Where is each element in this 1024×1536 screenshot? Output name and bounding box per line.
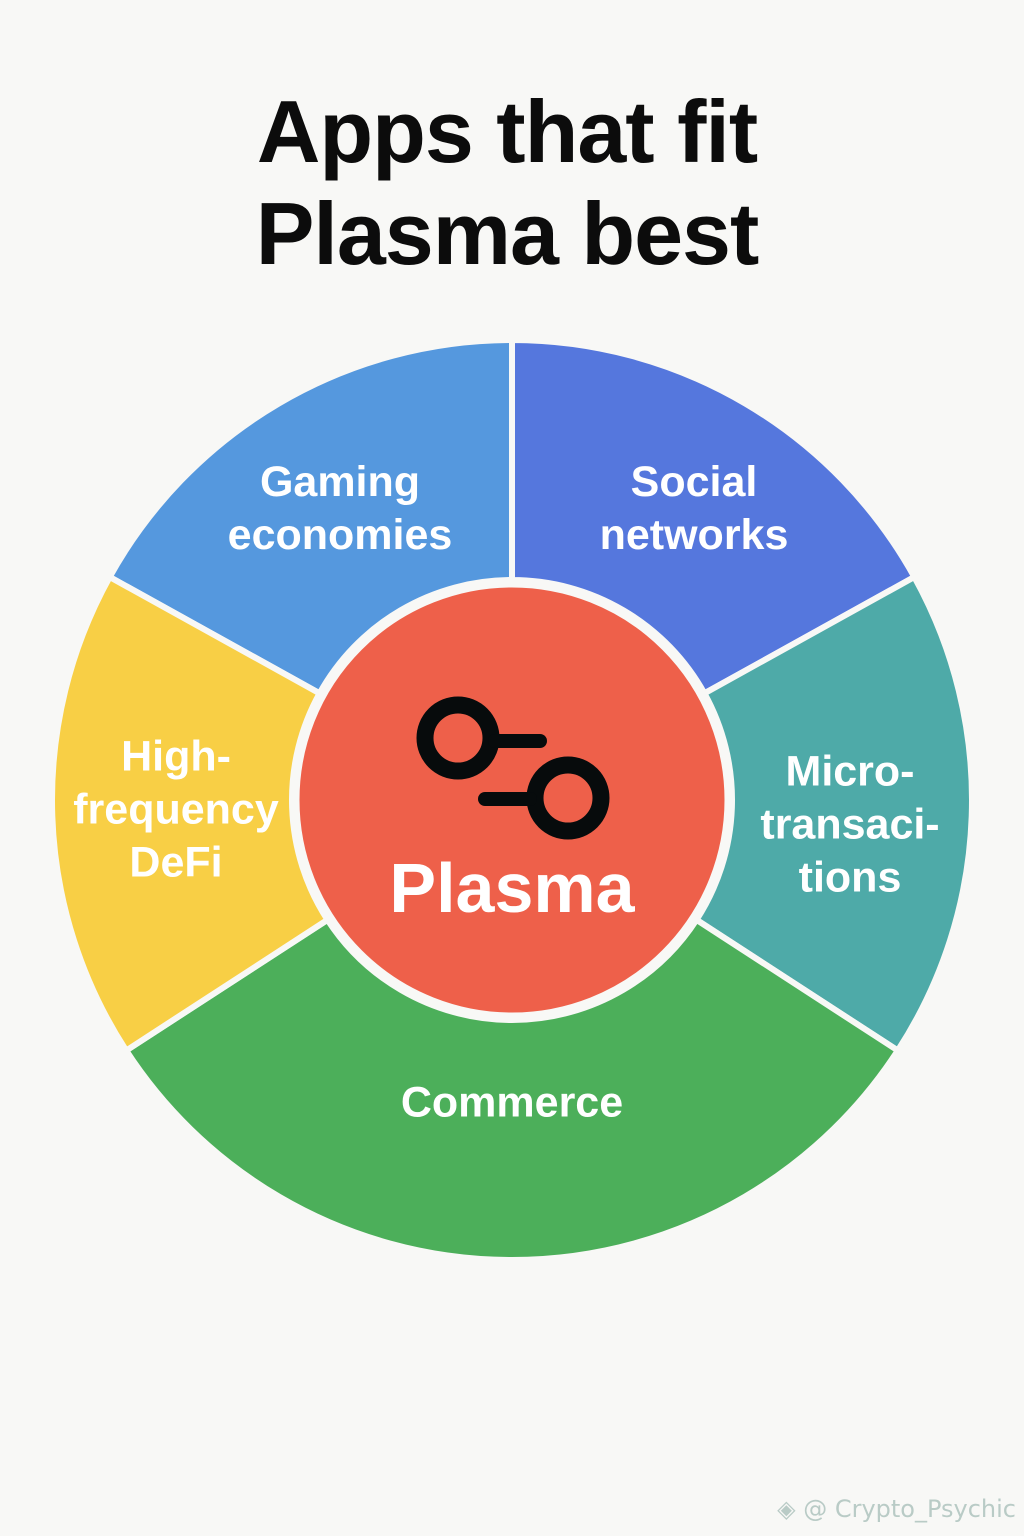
label-line: DeFi	[129, 838, 223, 887]
segment-micro-transactions	[692, 572, 975, 1055]
binance-logo-icon: ◈	[777, 1495, 804, 1523]
segment-high-frequency-defi	[49, 572, 332, 1055]
center-label: Plasma	[389, 849, 635, 927]
watermark: ◈ @ Crypto_Psychic	[777, 1495, 1016, 1523]
label-line: tions	[798, 853, 902, 902]
label-commerce: Commerce	[401, 1077, 623, 1130]
label-line: Gaming	[259, 458, 421, 506]
segment-social-networks	[509, 336, 919, 698]
label-line: transaci-	[760, 800, 940, 849]
label-line: Social	[630, 458, 758, 506]
title-line-2: Plasma best	[255, 184, 760, 283]
label-line: Micro-	[785, 747, 915, 796]
title-line-1: Apps that fit	[256, 82, 758, 181]
watermark-text: @ Crypto_Psychic	[803, 1495, 1016, 1523]
label-line: Commerce	[400, 1078, 624, 1127]
label-line: High-	[121, 732, 231, 781]
segment-gaming-economies	[105, 336, 515, 698]
label-line: economies	[227, 511, 453, 559]
label-line: frequency	[73, 785, 279, 834]
label-gaming-economies: Gaming economies	[228, 456, 453, 562]
label-social-networks: Social networks	[600, 456, 789, 562]
plasma-link-icon	[416, 696, 610, 840]
segment-commerce	[122, 915, 902, 1263]
label-high-frequency-defi: High- frequency DeFi	[73, 731, 279, 890]
label-micro-transactions: Micro- transaci- tions	[760, 746, 939, 905]
label-line: networks	[599, 511, 789, 559]
